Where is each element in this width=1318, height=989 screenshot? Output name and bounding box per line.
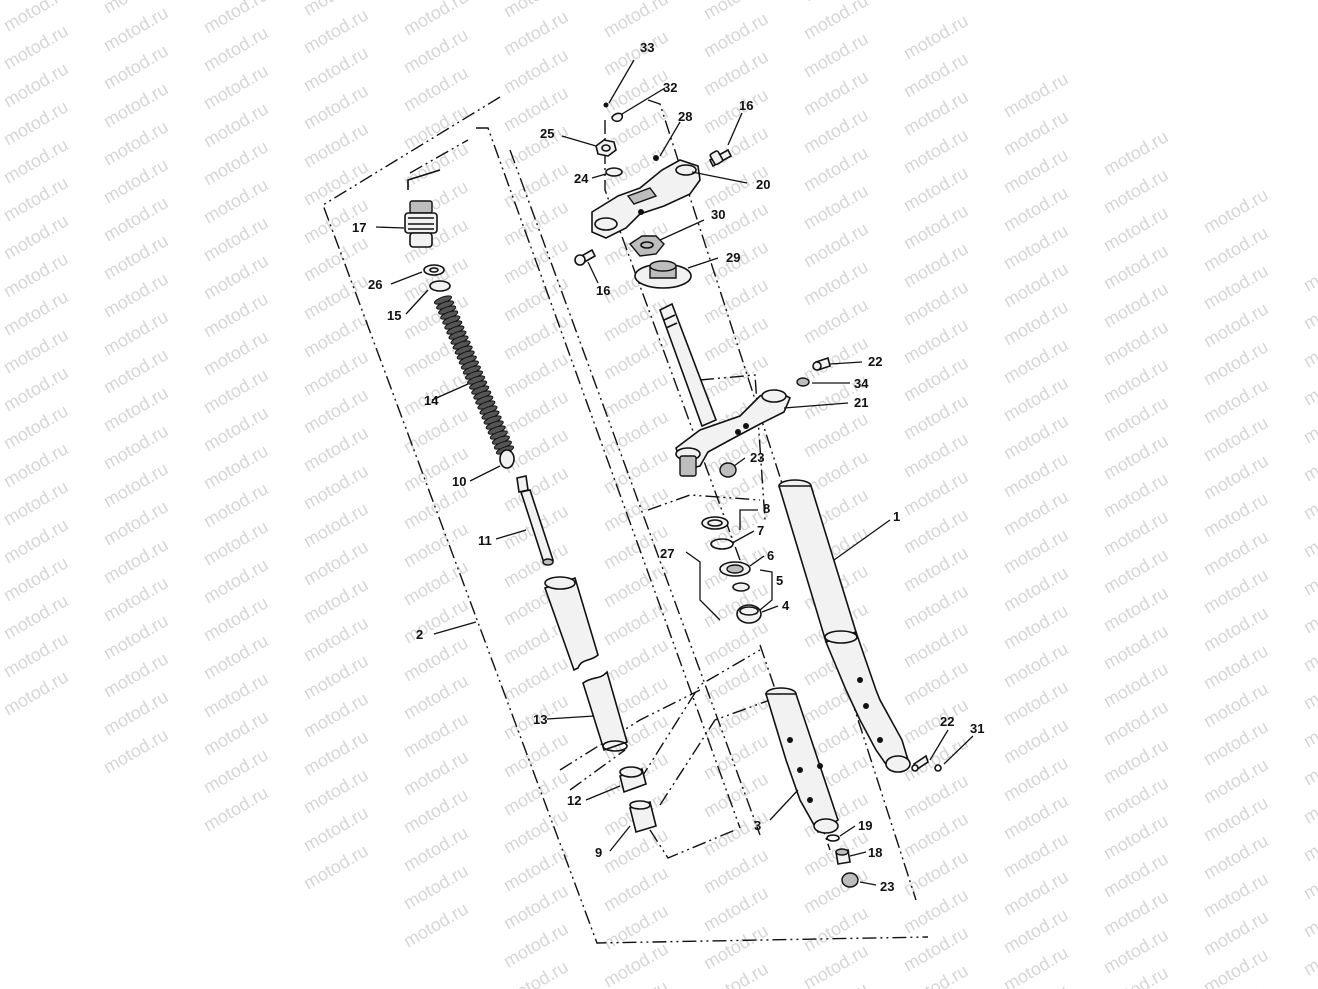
callout-32: 32 (663, 80, 677, 95)
part-23-cap-nut-upper (719, 462, 737, 478)
part-15-spacer (429, 280, 451, 292)
callout-16-lower: 16 (596, 283, 610, 298)
part-16-bolt-upper (708, 148, 733, 168)
part-6-oil-seal (719, 561, 751, 577)
callout-14: 14 (424, 393, 439, 408)
callout-8: 8 (763, 501, 770, 516)
part-22-bolt-upper (812, 356, 831, 372)
callout-19: 19 (858, 818, 872, 833)
callout-29: 29 (726, 250, 740, 265)
callout-6: 6 (767, 548, 774, 563)
part-3-outer-tube-left (764, 687, 839, 834)
callout-34: 34 (854, 376, 869, 391)
callout-21: 21 (854, 395, 868, 410)
axis-line-4 (647, 494, 761, 511)
callout-22-lower: 22 (940, 714, 954, 729)
callout-4: 4 (782, 598, 790, 613)
outer-boundary-right (476, 127, 741, 829)
part-23-cap-nut-lower (841, 872, 859, 888)
outer-boundary-left (322, 96, 929, 944)
callout-27: 27 (660, 546, 674, 561)
part-8-dust-seal (701, 516, 729, 530)
part-32-cotter (611, 112, 624, 123)
callout-23-upper: 23 (750, 450, 764, 465)
part-14-spring (433, 295, 515, 455)
assembly-boundary-lines (322, 96, 929, 944)
callout-28: 28 (678, 109, 692, 124)
part-31-cap (934, 764, 942, 772)
callout-16-upper: 16 (739, 98, 753, 113)
part-17-cap-bolt (404, 169, 441, 248)
part-26-washer (423, 264, 445, 276)
callout-7: 7 (757, 523, 764, 538)
callout-9: 9 (595, 845, 602, 860)
callout-1: 1 (893, 509, 900, 524)
callout-20: 20 (756, 177, 770, 192)
inner-boundary-mid (509, 149, 761, 836)
callout-3: 3 (754, 818, 761, 833)
part-11-damper-rod (516, 475, 555, 566)
inner-boundary-top (409, 139, 469, 174)
axis-line-7 (659, 699, 771, 806)
part-24-washer (605, 167, 623, 177)
callout-10: 10 (452, 474, 466, 489)
callout-17: 17 (352, 220, 366, 235)
callout-15: 15 (387, 308, 401, 323)
callout-12: 12 (567, 793, 581, 808)
part-21-lower-bracket-stem (659, 302, 792, 477)
part-25-nut (595, 139, 617, 157)
part-30-steering-nut (628, 235, 665, 257)
part-18-drain-bolt (835, 848, 851, 865)
callout-26: 26 (368, 277, 382, 292)
axis-line-8 (559, 689, 701, 771)
part-28-bolt (653, 155, 659, 161)
callout-labels: 33 32 25 28 16 24 20 30 17 29 26 16 15 2… (352, 40, 984, 894)
axis-line-6 (639, 649, 761, 781)
axis-line-2 (647, 99, 917, 901)
part-16-bolt-lower (574, 248, 597, 266)
axis-line-10 (649, 829, 736, 859)
callout-31: 31 (970, 721, 984, 736)
part-20-upper-bracket (591, 159, 701, 239)
callout-24: 24 (574, 171, 589, 186)
part-1-fork-tube-right (777, 479, 911, 773)
callout-25: 25 (540, 126, 554, 141)
callout-30: 30 (711, 207, 725, 222)
callout-13: 13 (533, 712, 547, 727)
callout-33: 33 (640, 40, 654, 55)
part-12-bushing (619, 766, 647, 794)
callout-22-upper: 22 (868, 354, 882, 369)
part-33-pin (603, 102, 609, 108)
part-7-clip (710, 538, 734, 550)
part-22-bolt-lower (911, 754, 929, 772)
part-19-washer (826, 834, 840, 842)
part-10-spacer (499, 449, 515, 469)
callout-5: 5 (776, 573, 783, 588)
axis-line-9 (569, 749, 626, 791)
part-34-washer (796, 377, 810, 387)
leader-lines (375, 59, 974, 886)
part-29-bearing-cover (634, 260, 692, 289)
callout-2: 2 (416, 627, 423, 642)
callout-23-lower: 23 (880, 879, 894, 894)
part-13-inner-tube (543, 576, 628, 752)
part-9-oil-lock (629, 800, 657, 834)
part-5-washer (732, 582, 750, 592)
part-4-guide-bush (736, 604, 762, 624)
callout-11: 11 (478, 533, 492, 548)
callout-18: 18 (868, 845, 882, 860)
axis-line-3 (699, 374, 766, 521)
